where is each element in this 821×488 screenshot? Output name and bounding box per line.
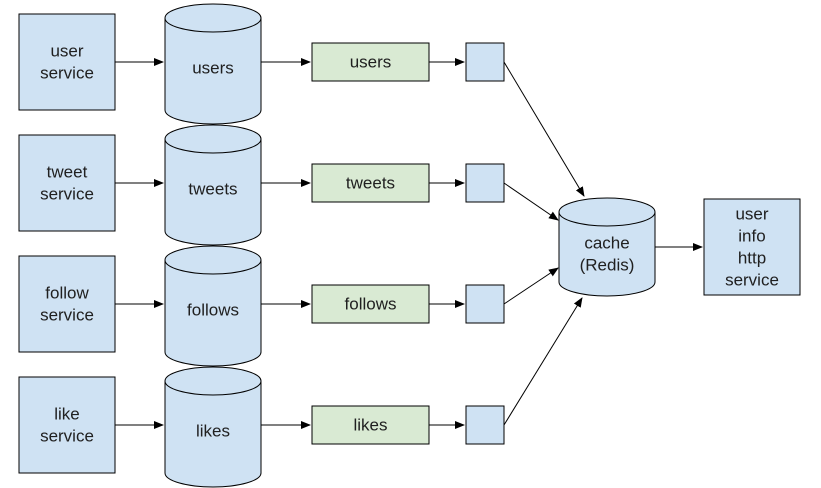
users-consumer-box bbox=[465, 42, 505, 82]
follows-db-cylinder-body bbox=[164, 260, 262, 367]
tweets-consumer-to-cache-arrow bbox=[503, 182, 559, 221]
http-service-label-line: http bbox=[738, 249, 766, 268]
tweets-service-label-line: service bbox=[40, 185, 94, 204]
http-service-label-line: info bbox=[738, 227, 765, 246]
follows-consumer-box bbox=[465, 284, 505, 324]
users-topic-box: users bbox=[311, 42, 430, 82]
cache-cylinder: cache (Redis) bbox=[558, 197, 656, 297]
users-service-box: user service bbox=[18, 13, 116, 111]
likes-service-label-line: service bbox=[40, 427, 94, 446]
user-info-http-service-box: user info http service bbox=[703, 198, 801, 296]
http-service-label-line: service bbox=[725, 271, 779, 290]
tweets-topic-label: tweets bbox=[346, 174, 395, 193]
follows-service-box: follow service bbox=[18, 255, 116, 353]
users-db-label: users bbox=[192, 59, 234, 78]
tweets-topic-box: tweets bbox=[311, 163, 430, 203]
tweets-db-cylinder-body bbox=[164, 139, 262, 246]
likes-consumer-box bbox=[465, 405, 505, 445]
tweets-consumer-box bbox=[465, 163, 505, 203]
users-db-cylinder: users bbox=[164, 3, 262, 125]
follows-topic-rect bbox=[311, 284, 430, 324]
likes-service-label-line: like bbox=[54, 405, 80, 424]
edges bbox=[115, 58, 703, 429]
likes-service-rect bbox=[18, 376, 116, 474]
users-service-label-line: service bbox=[40, 64, 94, 83]
http-service-label-line: user bbox=[735, 205, 768, 224]
tweets-service-box: tweet service bbox=[18, 134, 116, 232]
nodes: user service users users tweet service tweets t… bbox=[18, 3, 801, 488]
follows-db-label: follows bbox=[187, 301, 239, 320]
cache-cylinder-body bbox=[558, 212, 656, 297]
likes-topic-label: likes bbox=[353, 416, 387, 435]
follows-topic-label: follows bbox=[345, 295, 397, 314]
tweets-topic-rect bbox=[311, 163, 430, 203]
tweets-db-cylinder: tweets bbox=[164, 124, 262, 246]
users-service-label-line: user bbox=[50, 42, 83, 61]
users-consumer-to-cache-arrow bbox=[503, 61, 585, 197]
follows-service-rect bbox=[18, 255, 116, 353]
likes-db-cylinder: likes bbox=[164, 366, 262, 488]
likes-db-cylinder-top bbox=[164, 366, 262, 396]
tweets-service-label-line: tweet bbox=[47, 163, 88, 182]
cache-label-line: cache bbox=[584, 234, 629, 253]
tweets-db-label: tweets bbox=[188, 180, 237, 199]
likes-service-box: like service bbox=[18, 376, 116, 474]
users-db-cylinder-top bbox=[164, 3, 262, 33]
likes-topic-rect bbox=[311, 405, 430, 445]
follows-db-cylinder: follows bbox=[164, 245, 262, 367]
user-info-http-service-rect bbox=[703, 198, 801, 296]
cache-label-line: (Redis) bbox=[580, 256, 635, 275]
likes-consumer-to-cache-arrow bbox=[503, 297, 583, 426]
users-db-cylinder-body bbox=[164, 18, 262, 125]
users-service-rect bbox=[18, 13, 116, 111]
cache-cylinder-top bbox=[558, 197, 656, 227]
likes-db-cylinder-body bbox=[164, 381, 262, 488]
follows-consumer-to-cache-arrow bbox=[503, 267, 559, 305]
tweets-service-rect bbox=[18, 134, 116, 232]
likes-topic-box: likes bbox=[311, 405, 430, 445]
follows-topic-box: follows bbox=[311, 284, 430, 324]
likes-db-label: likes bbox=[196, 422, 230, 441]
users-topic-label: users bbox=[350, 53, 392, 72]
follows-service-label-line: follow bbox=[45, 284, 89, 303]
tweets-db-cylinder-top bbox=[164, 124, 262, 154]
follows-service-label-line: service bbox=[40, 306, 94, 325]
follows-db-cylinder-top bbox=[164, 245, 262, 275]
users-topic-rect bbox=[311, 42, 430, 82]
